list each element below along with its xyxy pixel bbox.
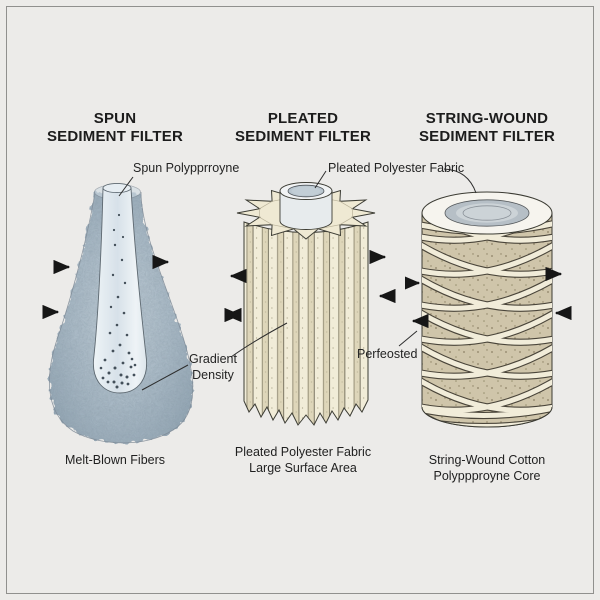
label-gradient-line1: Gradient [189,352,237,366]
string-wound-top [421,191,553,235]
caption-pleated-line1: Pleated Polyester Fabric [234,445,372,459]
title-pleated-line1: PLEATED [267,110,339,127]
caption-string-line2: Polyppproyne Core [433,469,541,483]
string-wound-filter-illustration [405,191,572,428]
title-spun-line2: SEDIMENT FILTER [46,127,184,145]
label-gradient-density: Gradient Density [178,352,248,383]
caption-pleated: Pleated Polyester Fabric Large Surface A… [218,444,388,476]
caption-string-wound: String-Wound Cotton Polyppproyne Core [402,452,572,484]
caption-pleated-line2: Large Surface Area [249,461,357,475]
core-opening [456,203,518,223]
title-string-line1: STRING-WOUND [425,110,549,127]
label-perforated: Perfeosted [357,347,418,361]
title-string-line2: SEDIMENT FILTER [418,127,556,145]
spun-core-opening [102,182,132,194]
pleated-body [243,221,369,426]
title-spun-line1: SPUN [93,110,137,127]
title-pleated-filter: PLEATED SEDIMENT FILTER [213,110,393,145]
title-pleated-line2: SEDIMENT FILTER [234,127,372,145]
caption-spun-line1: Melt-Blown Fibers [64,453,166,467]
sediment-particles [99,213,137,389]
water-flow-arrows-string [405,266,572,329]
pleated-core [279,182,333,230]
caption-string-line1: String-Wound Cotton [428,453,546,467]
pleated-filter-illustration [224,182,396,426]
spun-filter-illustration [42,182,194,444]
label-spun-core: Spun Polypprroyne [133,161,240,175]
title-spun-filter: SPUN SEDIMENT FILTER [25,110,205,145]
label-pleated-fabric: Pleated Polyester Fabric [328,161,465,175]
caption-spun: Melt-Blown Fibers [30,452,200,468]
title-string-wound-filter: STRING-WOUND SEDIMENT FILTER [397,110,577,145]
bottom-rim [421,406,553,428]
water-flow-arrows-pleated [224,249,396,323]
water-flow-arrows-spun [42,254,170,320]
label-gradient-line2: Density [192,367,234,382]
